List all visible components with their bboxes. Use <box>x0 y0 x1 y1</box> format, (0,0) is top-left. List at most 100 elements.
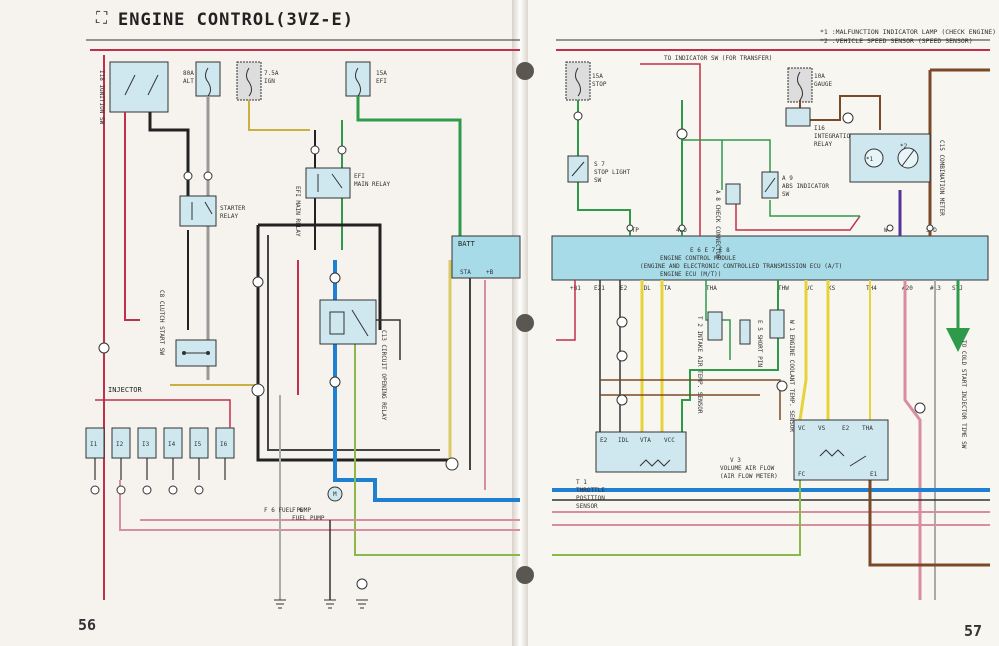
page-number-right: 57 <box>964 622 983 640</box>
abs-indicator: A 9 ABS INDICATOR SW <box>761 171 829 199</box>
svg-text:V 3: V 3 <box>730 457 741 464</box>
svg-text:ENGINE ECU (M/T)): ENGINE ECU (M/T)) <box>660 271 721 278</box>
svg-text:TH4: TH4 <box>866 285 877 292</box>
connector-nodes-right <box>573 111 934 414</box>
svg-text:(AIR FLOW METER): (AIR FLOW METER) <box>720 473 778 480</box>
note-2: *2 :VEHICLE SPEED SENSOR (SPEED SENSOR) <box>820 37 973 45</box>
svg-text:ABS INDICATOR: ABS INDICATOR <box>782 183 829 190</box>
svg-text:SW: SW <box>782 191 790 198</box>
svg-text:*1: *1 <box>866 156 874 163</box>
svg-text:C8 CLUTCH START SW: C8 CLUTCH START SW <box>158 290 165 355</box>
svg-text:#20: #20 <box>902 285 913 292</box>
svg-text:FUEL PUMP: FUEL PUMP <box>292 515 325 522</box>
svg-text:INJECTOR: INJECTOR <box>108 386 143 394</box>
ground-symbols-left <box>274 599 368 609</box>
svg-text:VC: VC <box>806 285 814 292</box>
svg-text:TO COLD START INJECTOR TIME SW: TO COLD START INJECTOR TIME SW <box>960 340 967 449</box>
svg-text:A 9: A 9 <box>782 175 793 182</box>
svg-text:POSITION: POSITION <box>576 495 605 502</box>
ignition-switch <box>109 61 169 113</box>
fuse-stop: 15A STOP <box>565 61 607 101</box>
svg-text:10A: 10A <box>814 73 825 80</box>
svg-text:15A: 15A <box>376 70 387 77</box>
svg-text:I3: I3 <box>142 441 150 448</box>
svg-text:IDL: IDL <box>618 437 629 444</box>
svg-text:VOLUME AIR FLOW: VOLUME AIR FLOW <box>720 465 775 472</box>
injector-bank: INJECTOR I1 I2 I3 I4 I5 I6 <box>85 386 235 480</box>
binder-hole <box>516 314 534 332</box>
svg-text:I4: I4 <box>168 441 176 448</box>
svg-text:EFI: EFI <box>376 78 387 85</box>
svg-text:E2: E2 <box>600 437 608 444</box>
svg-text:MAIN RELAY: MAIN RELAY <box>354 181 391 188</box>
check-connector <box>725 183 741 205</box>
svg-text:*2: *2 <box>900 143 908 150</box>
fuse-gauge: 10A GAUGE <box>787 67 832 103</box>
svg-text:FC: FC <box>798 471 806 478</box>
svg-text:+B: +B <box>486 269 494 276</box>
svg-text:EFI MAIN RELAY: EFI MAIN RELAY <box>294 186 301 237</box>
svg-text:I16: I16 <box>814 125 825 132</box>
svg-text:BATT: BATT <box>458 240 476 248</box>
svg-text:T 1: T 1 <box>576 479 587 486</box>
svg-text:E 5 SHORT PIN: E 5 SHORT PIN <box>756 320 763 367</box>
svg-text:THROTTLE: THROTTLE <box>576 487 605 494</box>
page-number-left: 56 <box>78 616 97 634</box>
svg-text:EFI: EFI <box>354 173 365 180</box>
svg-text:STOP: STOP <box>592 81 607 88</box>
svg-text:RELAY: RELAY <box>814 141 832 148</box>
svg-text:STA: STA <box>460 269 471 276</box>
svg-text:GAUGE: GAUGE <box>814 81 832 88</box>
ecu-band: E 6 E 7 E 8 ENGINE CONTROL MODULE (ENGIN… <box>551 235 989 281</box>
svg-text:VTA: VTA <box>660 285 671 292</box>
binder-hole <box>516 62 534 80</box>
fuse-efi: 15A EFI <box>345 61 387 97</box>
page-title: ENGINE CONTROL(3VZ-E) <box>118 10 354 30</box>
svg-text:SENSOR: SENSOR <box>576 503 598 510</box>
svg-text:I2: I2 <box>116 441 124 448</box>
svg-text:W: W <box>884 227 888 234</box>
car-outline-icon: ⛶ <box>96 8 108 27</box>
fuse-ign: 7.5A IGN <box>236 61 279 101</box>
connector-nodes-left <box>90 145 459 590</box>
efi-main-relay: EFI MAIN RELAY <box>305 167 391 199</box>
svg-text:SW: SW <box>594 177 602 184</box>
integration-relay: I16 INTEGRATION RELAY <box>785 107 854 148</box>
svg-text:IGN: IGN <box>264 78 275 85</box>
svg-text:KS: KS <box>828 285 836 292</box>
svg-text:E1: E1 <box>870 471 878 478</box>
svg-text:I1: I1 <box>90 441 98 448</box>
svg-text:VTA: VTA <box>640 437 651 444</box>
svg-text:I18 IGNITION SW: I18 IGNITION SW <box>98 70 105 125</box>
svg-text:S 7: S 7 <box>594 161 605 168</box>
temp-sensors <box>707 309 785 345</box>
svg-text:E2: E2 <box>842 425 850 432</box>
svg-text:STARTER: STARTER <box>220 205 246 212</box>
fuel-pump: M F 6 FUEL PUMP <box>292 486 343 522</box>
note-1: *1 :MALFUNCTION INDICATOR LAMP (CHECK EN… <box>820 28 997 36</box>
svg-text:I5: I5 <box>194 441 202 448</box>
svg-text:F 6 FUEL PUMP: F 6 FUEL PUMP <box>264 507 311 514</box>
fuse-alt: 80A ALT <box>183 61 221 97</box>
svg-text:7.5A: 7.5A <box>264 70 279 77</box>
svg-text:C15 COMBINATION METER: C15 COMBINATION METER <box>938 140 945 216</box>
svg-text:VC: VC <box>798 425 806 432</box>
svg-text:INTEGRATION: INTEGRATION <box>814 133 854 140</box>
svg-text:E 6 E 7 E 8: E 6 E 7 E 8 <box>690 247 730 254</box>
svg-text:RELAY: RELAY <box>220 213 238 220</box>
binder-hole <box>516 566 534 584</box>
svg-text:I6: I6 <box>220 441 228 448</box>
svg-text:STP: STP <box>628 227 639 234</box>
circuit-opening-relay <box>319 299 377 345</box>
svg-text:VCC: VCC <box>664 437 675 444</box>
svg-text:T 2 INTAKE AIR TEMP. SENSOR: T 2 INTAKE AIR TEMP. SENSOR <box>696 316 703 414</box>
svg-text:80A: 80A <box>183 70 194 77</box>
svg-text:ENGINE CONTROL MODULE: ENGINE CONTROL MODULE <box>660 255 736 262</box>
svg-text:THA: THA <box>706 285 717 292</box>
svg-text:W 1 ENGINE COOLANT TEMP. SENSO: W 1 ENGINE COOLANT TEMP. SENSOR <box>788 320 795 432</box>
svg-text:IDL: IDL <box>640 285 651 292</box>
svg-text:F 6: F 6 <box>292 507 303 514</box>
batt-terminal-block: BATT STA +B <box>451 235 521 279</box>
